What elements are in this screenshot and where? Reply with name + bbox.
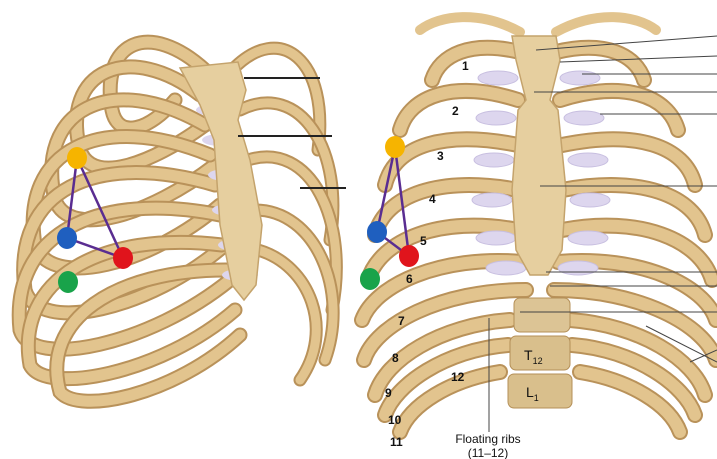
- right-sternum: [512, 36, 566, 275]
- left-clavicle: [420, 17, 520, 32]
- rib-number-label: 2: [452, 104, 459, 118]
- right-clavicle: [556, 17, 656, 32]
- rib-number-label: 8: [392, 351, 399, 365]
- floating-ribs-label: Floating ribs: [455, 432, 520, 446]
- left-back-rib: [258, 250, 316, 380]
- rib-number-label: 9: [385, 386, 392, 400]
- rib-number-label: 10: [388, 413, 402, 427]
- vertebra-l1-body: [508, 374, 572, 408]
- right-costal-cartilage: [560, 71, 600, 85]
- right-costal-cartilage: [558, 261, 598, 275]
- red-marker: [113, 247, 133, 269]
- rib-number-label: 3: [437, 149, 444, 163]
- red-marker: [399, 245, 419, 267]
- left-ribs: [19, 42, 336, 401]
- right-costal-cartilage: [570, 193, 610, 207]
- green-marker: [58, 271, 78, 293]
- rib-number-label: 4: [429, 192, 436, 206]
- blue-marker: [367, 221, 387, 243]
- green-marker: [360, 268, 380, 290]
- rib-number-label: 12: [451, 370, 465, 384]
- right-costal-cartilage: [568, 231, 608, 245]
- rib-number-label: 5: [420, 234, 427, 248]
- right-costal-cartilage: [472, 193, 512, 207]
- right-costal-cartilage: [564, 111, 604, 125]
- vertebra-upper-body: [514, 298, 570, 332]
- rib-number-label: 6: [406, 272, 413, 286]
- right-costal-cartilage: [474, 153, 514, 167]
- rib-number-label: 11: [390, 435, 403, 449]
- left-rib-cage-illustration: [19, 42, 346, 401]
- right-costal-cartilage: [568, 153, 608, 167]
- right-costal-cartilage: [476, 111, 516, 125]
- rib-number-label: 1: [462, 59, 469, 73]
- rib-number-label: 7: [398, 314, 405, 328]
- blue-marker: [57, 227, 77, 249]
- right-costal-cartilage: [486, 261, 526, 275]
- yellow-marker: [385, 136, 405, 158]
- right-costal-cartilage: [476, 231, 516, 245]
- yellow-marker: [67, 147, 87, 169]
- right-costal-cartilage: [478, 71, 518, 85]
- floating-ribs-range: (11–12): [468, 446, 508, 459]
